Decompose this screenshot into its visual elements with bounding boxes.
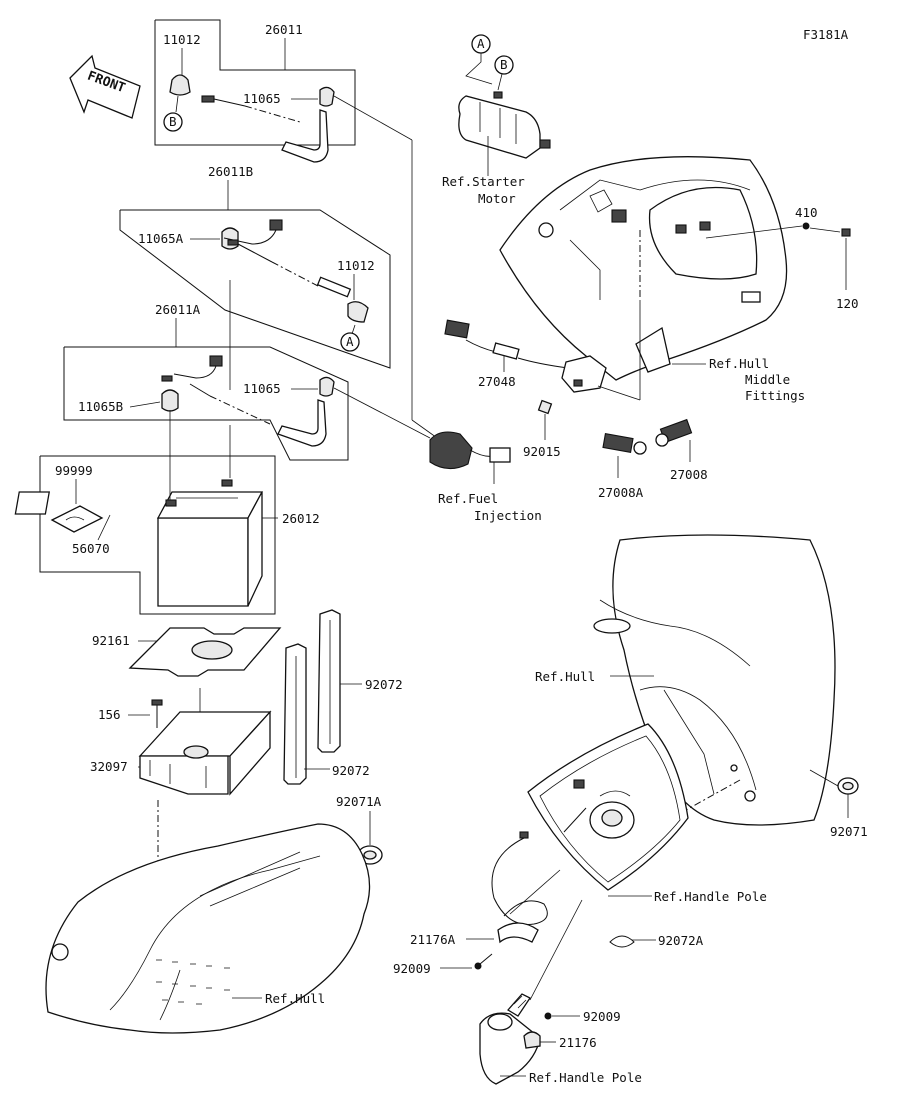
label-92072-a: 92072 <box>365 677 403 692</box>
cap-11065-top-icon <box>319 86 335 107</box>
ref-hull-mid-3: Fittings <box>745 388 805 403</box>
label-26011A: 26011A <box>155 302 201 317</box>
label-56070: 56070 <box>72 541 110 556</box>
screw-92009-a-icon <box>474 953 493 970</box>
strap-92072-short-icon <box>283 643 307 785</box>
key-27008A-icon <box>602 433 647 455</box>
label-92161: 92161 <box>92 633 130 648</box>
ref-hull-bottom: Ref.Hull <box>265 991 325 1006</box>
cable-26011A-icon <box>161 355 327 447</box>
label-26012: 26012 <box>282 511 320 526</box>
label-27008A: 27008A <box>598 485 644 500</box>
battery-box-32097-icon <box>138 710 272 796</box>
label-11065-top: 11065 <box>243 91 281 106</box>
label-27048: 27048 <box>478 374 516 389</box>
svg-text:B: B <box>500 57 508 72</box>
ref-handle-pole-2: Ref.Handle Pole <box>529 1070 642 1085</box>
bolt-120-icon <box>841 228 851 237</box>
label-120: 120 <box>836 296 859 311</box>
ref-handle-pole-1: Ref.Handle Pole <box>654 889 767 904</box>
label-21176A: 21176A <box>410 932 456 947</box>
bolt-156-icon <box>151 699 163 728</box>
packet-99999-icon <box>50 505 104 533</box>
ref-hull-right: Ref.Hull <box>535 669 595 684</box>
svg-text:A: A <box>477 36 485 51</box>
fuel-injection-unit-icon <box>429 431 511 470</box>
callout-b-top: B <box>163 112 183 132</box>
handle-pole-plate-icon <box>527 723 689 891</box>
cap-11012-mid-icon <box>347 301 369 323</box>
bracket-21176-icon <box>523 1031 541 1049</box>
nut-410-icon <box>802 222 810 230</box>
cable-26011B-icon <box>223 219 352 298</box>
label-26011B: 26011B <box>208 164 253 179</box>
label-plate-56070-icon <box>14 491 51 515</box>
ref-hull-mid-1: Ref.Hull <box>709 356 769 371</box>
label-26011: 26011 <box>265 22 303 37</box>
label-11012-top: 11012 <box>163 32 201 47</box>
handle-pole-lower-icon <box>479 993 541 1085</box>
svg-text:A: A <box>346 334 354 349</box>
label-99999: 99999 <box>55 463 93 478</box>
battery-frame <box>39 455 276 615</box>
label-156: 156 <box>98 707 121 722</box>
label-11012-mid: 11012 <box>337 258 375 273</box>
assembly-26011B-frame <box>119 209 391 369</box>
battery-26012-icon <box>156 479 264 607</box>
key-27008-icon <box>655 418 693 447</box>
screw-92009-b-icon <box>544 1012 552 1020</box>
label-21176: 21176 <box>559 1035 597 1050</box>
assembly-26011-frame <box>154 19 356 146</box>
label-92009-a: 92009 <box>393 961 431 976</box>
label-92072-b: 92072 <box>332 763 370 778</box>
label-11065-mid: 11065 <box>243 381 281 396</box>
clip-92072A-icon <box>609 935 635 948</box>
ref-starter-2: Motor <box>478 191 516 206</box>
front-arrow-icon: FRONT <box>69 54 141 119</box>
ref-fuel-2: Injection <box>474 508 542 523</box>
assembly-26011A-frame <box>63 346 349 461</box>
label-27008: 27008 <box>670 467 708 482</box>
callout-b-starter: B <box>494 55 514 75</box>
callout-a-mid: A <box>340 332 360 352</box>
ref-hull-mid-2: Middle <box>745 372 790 387</box>
label-11065B: 11065B <box>78 399 123 414</box>
wire-21176A-icon <box>491 831 548 944</box>
clip-92015-icon <box>537 399 553 415</box>
hull-bottom-left-icon <box>45 823 371 1034</box>
label-32097: 32097 <box>90 759 128 774</box>
label-410: 410 <box>795 205 818 220</box>
ref-fuel-1: Ref.Fuel <box>438 491 498 506</box>
starter-motor-icon <box>458 91 551 159</box>
callout-a-top: A <box>471 34 491 54</box>
label-92071: 92071 <box>830 824 868 839</box>
label-11065A: 11065A <box>138 231 184 246</box>
grommet-92071-icon <box>837 777 859 795</box>
tray-92161-icon <box>128 627 282 677</box>
hull-middle-fittings-icon <box>499 156 788 381</box>
label-92015: 92015 <box>523 444 561 459</box>
ref-starter-1: Ref.Starter <box>442 174 525 189</box>
cable-26011-icon <box>201 95 329 163</box>
strap-92072-long-icon <box>317 609 341 753</box>
label-92072A: 92072A <box>658 933 704 948</box>
cap-11012-top-icon <box>169 74 191 96</box>
harness-27048-icon <box>444 319 607 393</box>
cap-11065-mid-icon <box>319 376 335 397</box>
label-92071A: 92071A <box>336 794 382 809</box>
cap-11065B-icon <box>161 389 179 412</box>
svg-text:B: B <box>169 114 177 129</box>
figure-code: F3181A <box>803 27 849 42</box>
label-92009-b: 92009 <box>583 1009 621 1024</box>
